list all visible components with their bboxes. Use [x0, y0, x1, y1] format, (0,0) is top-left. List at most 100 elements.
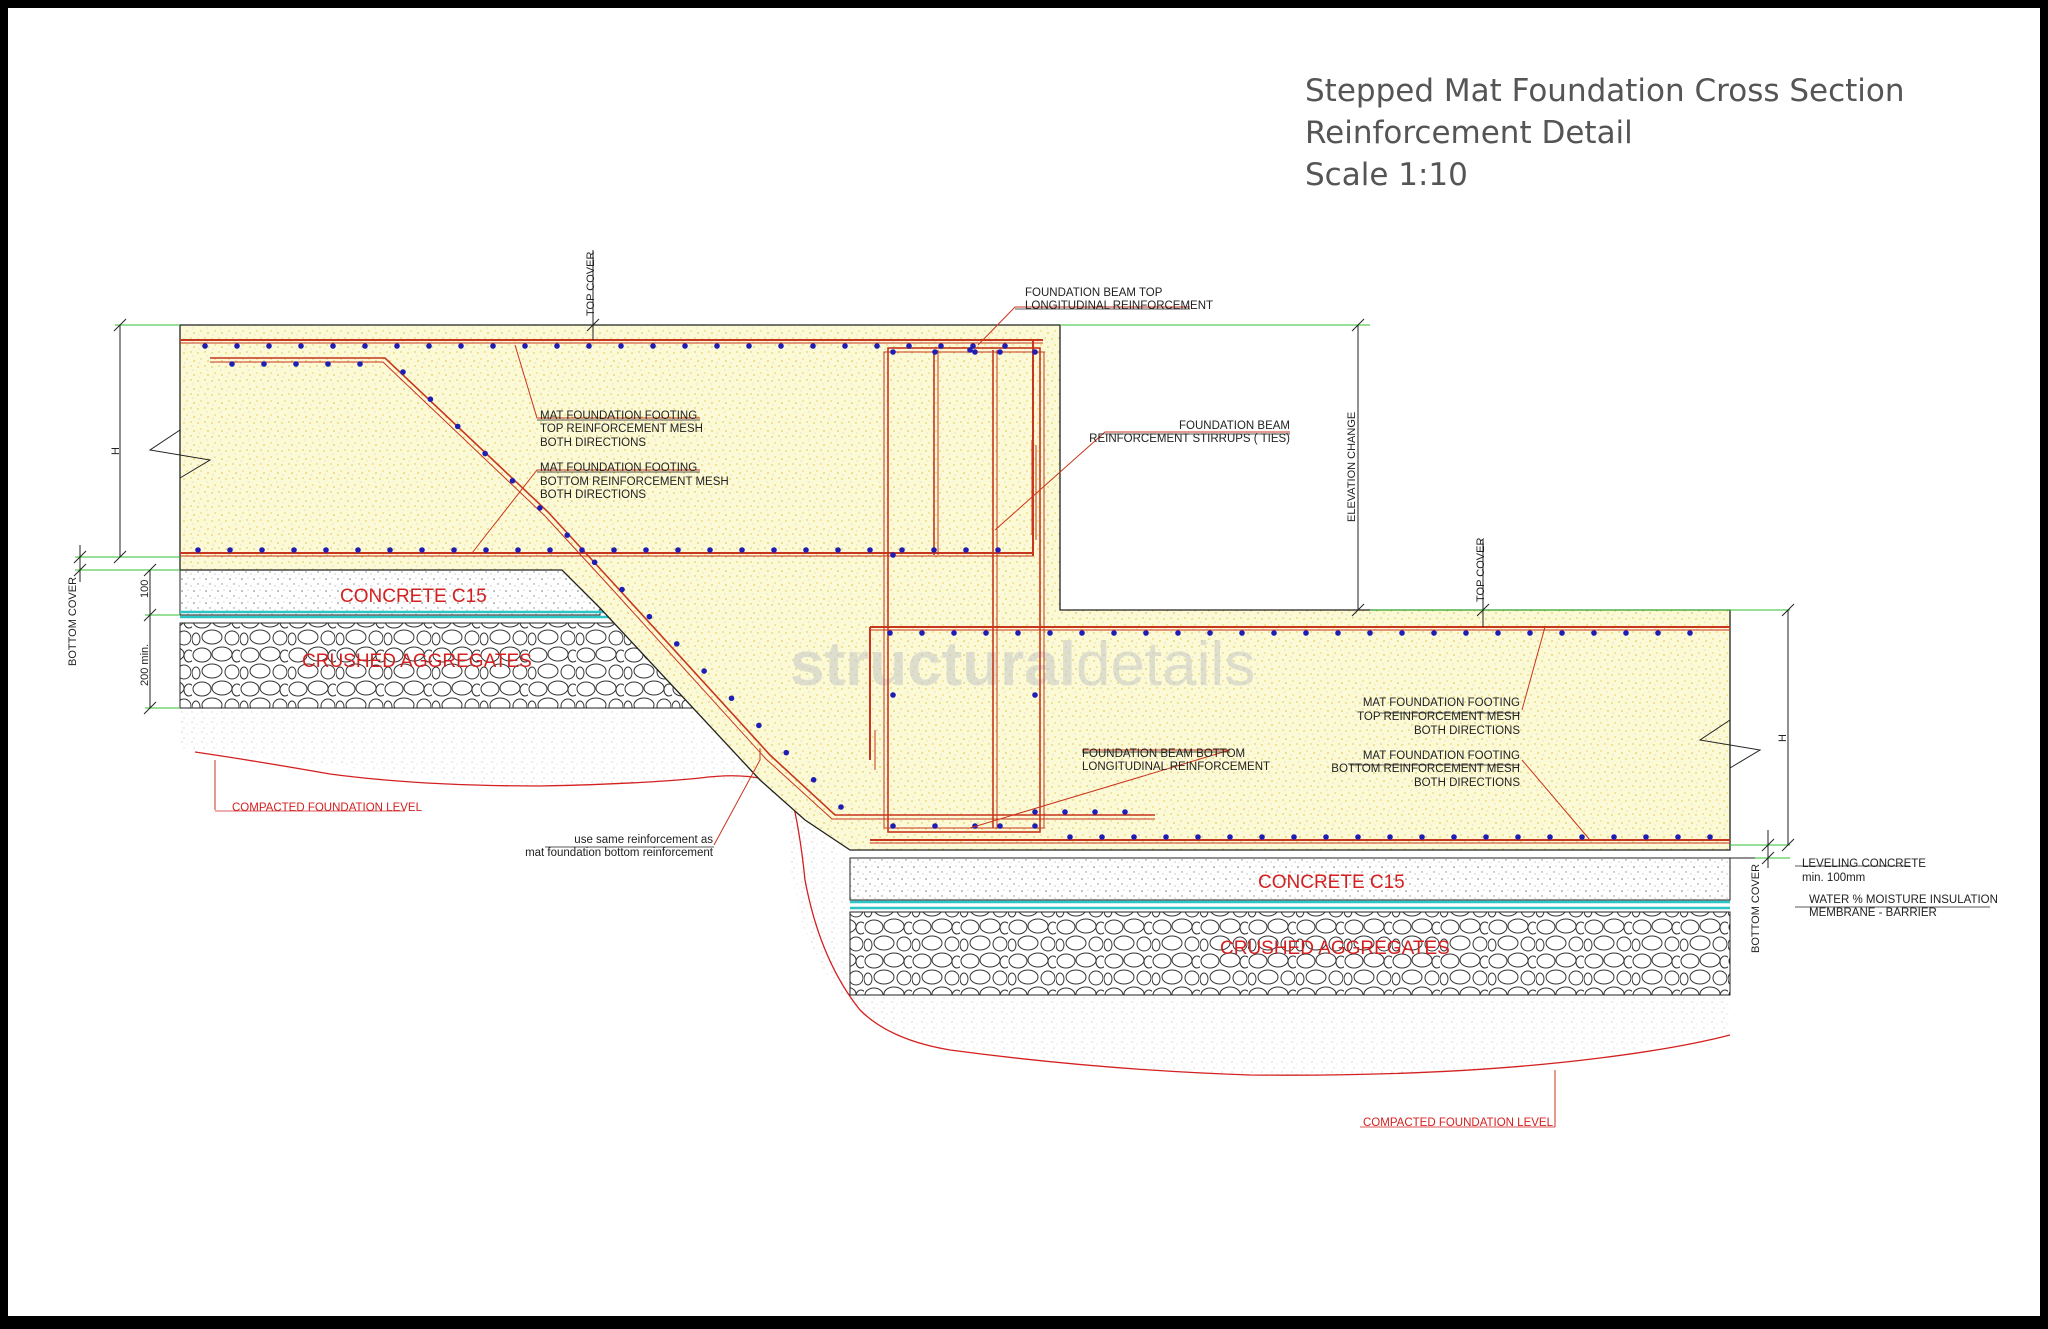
- rebar-dot: [1303, 630, 1309, 636]
- compacted-level-right: [699, 775, 1731, 1076]
- membrane-label-2: MEMBRANE - BARRIER: [1809, 907, 1937, 919]
- rebar-dot: [1655, 630, 1661, 636]
- rebar-dot: [1335, 630, 1341, 636]
- rebar-dot: [483, 547, 489, 553]
- rebar-dot: [362, 343, 368, 349]
- rebar-dot: [967, 347, 973, 353]
- mat-bottom-left-label-2: BOTTOM REINFORCEMENT MESH: [540, 476, 729, 488]
- compacted-level-left: [194, 751, 701, 787]
- leveling-label-2: min. 100mm: [1802, 872, 1865, 884]
- rebar-dot: [1092, 809, 1098, 815]
- beam-bottom-label-2: LONGITUDINAL REINFORCEMENT: [1082, 761, 1270, 773]
- elevation-change-label: ELEVATION CHANGE: [1346, 412, 1358, 522]
- bottom-cover-label-left: BOTTOM COVER: [67, 577, 79, 666]
- rebar-dot: [1015, 630, 1021, 636]
- rebar-dot: [1163, 834, 1169, 840]
- rebar-dot: [838, 804, 844, 810]
- rebar-dot: [490, 343, 496, 349]
- rebar-dot: [1207, 630, 1213, 636]
- soil-right: [850, 995, 1730, 1075]
- title-line-2: Reinforcement Detail: [1305, 115, 1633, 151]
- rebar-dot: [1062, 809, 1068, 815]
- same-reinforcement-note-1: use same reinforcement as: [574, 834, 713, 846]
- rebar-dot: [746, 343, 752, 349]
- rebar-dot: [1175, 630, 1181, 636]
- mat-top-left-label-2: TOP REINFORCEMENT MESH: [540, 423, 703, 435]
- rebar-dots: [195, 343, 1713, 840]
- mat-bottom-left-label-1: MAT FOUNDATION FOOTING: [540, 462, 697, 474]
- rebar-dot: [970, 343, 976, 349]
- rebar-dot: [1032, 349, 1038, 355]
- rebar-dot: [482, 450, 488, 457]
- rebar-dot: [1099, 834, 1105, 840]
- rebar-dot: [1323, 834, 1329, 840]
- rebar-dot: [554, 343, 560, 349]
- rebar-dot: [1675, 834, 1681, 840]
- left-subbase: [179, 569, 702, 709]
- rebar-dot: [515, 547, 521, 553]
- rebar-dot: [451, 547, 457, 553]
- rebar-dot: [1195, 834, 1201, 840]
- mat-top-left-label-3: BOTH DIRECTIONS: [540, 437, 646, 449]
- rebar-dot: [887, 630, 893, 636]
- rebar-dot: [291, 547, 297, 553]
- aggregate-label-right: CRUSHED AGGREGATES: [1220, 938, 1450, 959]
- rebar-dot: [867, 547, 873, 553]
- compacted-label-right: COMPACTED FOUNDATION LEVEL: [1363, 1117, 1554, 1129]
- rebar-dot: [1591, 630, 1597, 636]
- rebar-dot: [427, 396, 434, 402]
- beam-top-label-2: LONGITUDINAL REINFORCEMENT: [1025, 300, 1213, 312]
- rebar-dot: [1227, 834, 1233, 840]
- stirrups-label-2: REINFORCEMENT STIRRUPS ( TIES): [1089, 433, 1290, 445]
- rebar-dot: [1259, 834, 1265, 840]
- rebar-dot: [325, 361, 331, 367]
- reinforcement: [180, 339, 1730, 844]
- dim-200-label: 200 min.: [139, 644, 151, 686]
- rebar-dot: [234, 343, 240, 349]
- rebar-dot: [618, 343, 624, 349]
- mat-bottom-right-label-1: MAT FOUNDATION FOOTING: [1363, 750, 1520, 762]
- h-label-left: H: [110, 447, 122, 455]
- rebar-dot: [355, 547, 361, 553]
- mat-top-right-label-1: MAT FOUNDATION FOOTING: [1363, 697, 1520, 709]
- rebar-dot: [646, 613, 653, 620]
- rebar-dot: [259, 547, 265, 553]
- rebar-dot: [1579, 834, 1585, 840]
- rebar-dot: [1131, 834, 1137, 840]
- rebar-dot: [261, 361, 267, 367]
- rebar-dot: [771, 547, 777, 553]
- rebar-dot: [579, 547, 585, 553]
- rebar-dot: [1067, 834, 1073, 840]
- rebar-dot: [1399, 630, 1405, 636]
- rebar-dot: [890, 552, 896, 558]
- rebar-dot: [564, 532, 571, 538]
- rebar-dot: [387, 547, 393, 553]
- rebar-dot: [330, 343, 336, 349]
- rebar-dot: [714, 343, 720, 349]
- rebar-dot: [963, 547, 969, 553]
- rebar-dot: [1355, 834, 1361, 840]
- rebar-dot: [591, 559, 598, 566]
- rebar-dot: [1527, 630, 1533, 636]
- rebar-dot: [1611, 834, 1617, 840]
- rebar-dot: [675, 547, 681, 553]
- rebar-dot: [1431, 630, 1437, 636]
- rebar-dot: [739, 547, 745, 553]
- annotations: FOUNDATION BEAM TOP LONGITUDINAL REINFOR…: [215, 287, 1998, 1129]
- title-line-1: Stepped Mat Foundation Cross Section: [1305, 73, 1905, 109]
- inclined-bar: [210, 357, 1155, 816]
- rebar-dot: [1032, 823, 1038, 829]
- rebar-dot: [509, 477, 516, 484]
- rebar-dot: [983, 630, 989, 636]
- mat-bottom-left-label-3: BOTH DIRECTIONS: [540, 489, 646, 501]
- rebar-dot: [1387, 834, 1393, 840]
- title-scale: Scale 1:10: [1305, 157, 1468, 193]
- rebar-dot: [783, 749, 790, 756]
- rebar-dot: [1451, 834, 1457, 840]
- mat-top-left-label-1: MAT FOUNDATION FOOTING: [540, 410, 697, 422]
- rebar-dot: [972, 349, 978, 355]
- label-underlines: [537, 308, 1990, 908]
- rebar-dot: [1002, 343, 1008, 349]
- rebar-dot: [1367, 630, 1373, 636]
- break-line-left: [148, 429, 212, 479]
